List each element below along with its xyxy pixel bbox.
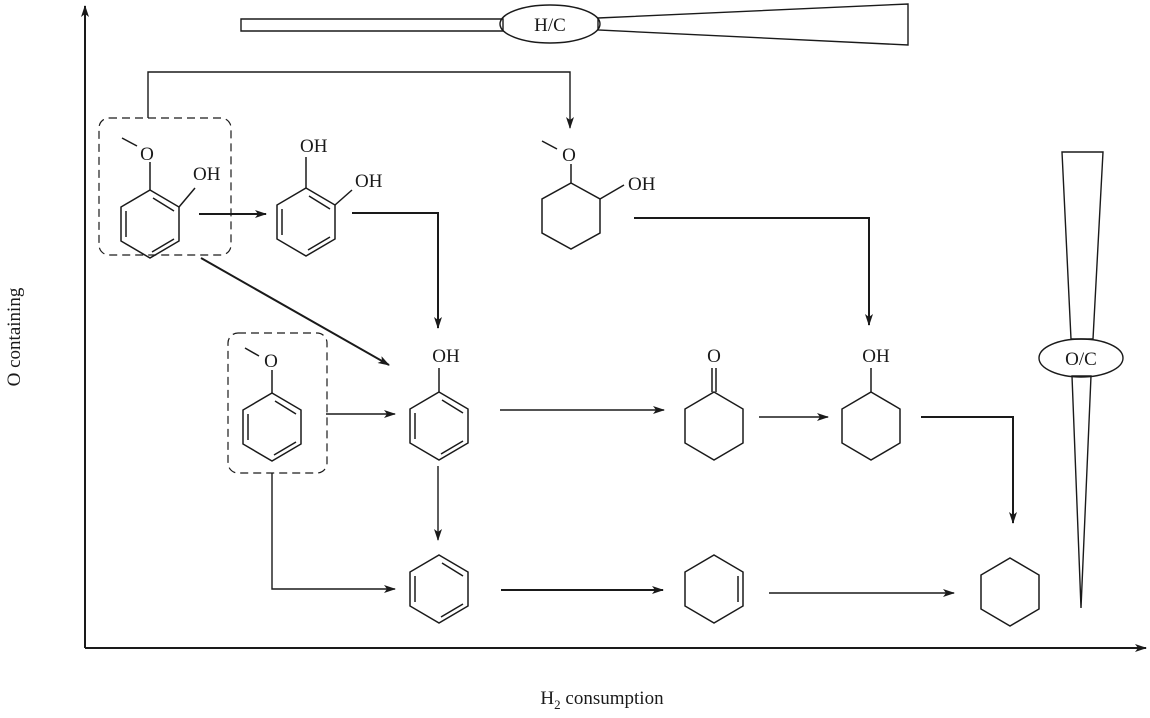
y-axis-label: O containing	[4, 287, 25, 386]
arrow-guaiacol-to-phenol	[200, 257, 390, 366]
hc-ratio-scale: H/C	[240, 3, 909, 46]
catechol-oh2-label: OH	[355, 171, 383, 192]
arrow-cyclohexanol-to-cyclohexane	[921, 416, 1017, 524]
guaiacol-highlight-box	[98, 117, 232, 256]
guaiacol-o-label: O	[140, 144, 154, 165]
guaiacol-oh-label: OH	[193, 164, 221, 185]
methoxycyclohexanol-oh-label: OH	[628, 174, 656, 195]
molecule-cyclohexanol: OH	[841, 346, 901, 461]
molecule-phenol: OH	[409, 346, 469, 461]
molecule-benzene	[409, 554, 469, 624]
oc-ratio-scale: O/C	[1038, 151, 1124, 609]
molecule-anisole: O	[242, 347, 302, 462]
molecule-2-methoxycyclohexanol: O OH	[541, 140, 656, 250]
cyclohexanol-oh-label: OH	[862, 346, 890, 367]
anisole-highlight-box	[227, 332, 328, 474]
molecule-catechol: OH OH	[276, 136, 383, 257]
hc-ratio-label: H/C	[534, 15, 566, 36]
catechol-oh1-label: OH	[300, 136, 328, 157]
methoxycyclohexanol-o-label: O	[562, 145, 576, 166]
arrow-guaiacol-to-methoxycyclohexanol	[147, 71, 574, 129]
molecule-guaiacol: O OH	[120, 137, 221, 259]
cyclohexanone-o-label: O	[707, 346, 721, 367]
phenol-oh-label: OH	[432, 346, 460, 367]
arrow-anisole-to-benzene	[271, 473, 396, 593]
arrow-catechol-to-phenol	[352, 212, 442, 329]
molecule-cyclohexanone: O	[684, 346, 744, 461]
x-axis-label: H2 consumption	[540, 688, 664, 712]
molecule-cyclohexane	[980, 557, 1040, 627]
arrow-methoxycyclohexanol-to-cyclohexanol	[634, 217, 873, 326]
molecule-cyclohexene	[684, 554, 744, 624]
oc-ratio-label: O/C	[1065, 349, 1097, 370]
pathway-arrows	[147, 71, 1017, 597]
anisole-o-label: O	[264, 351, 278, 372]
